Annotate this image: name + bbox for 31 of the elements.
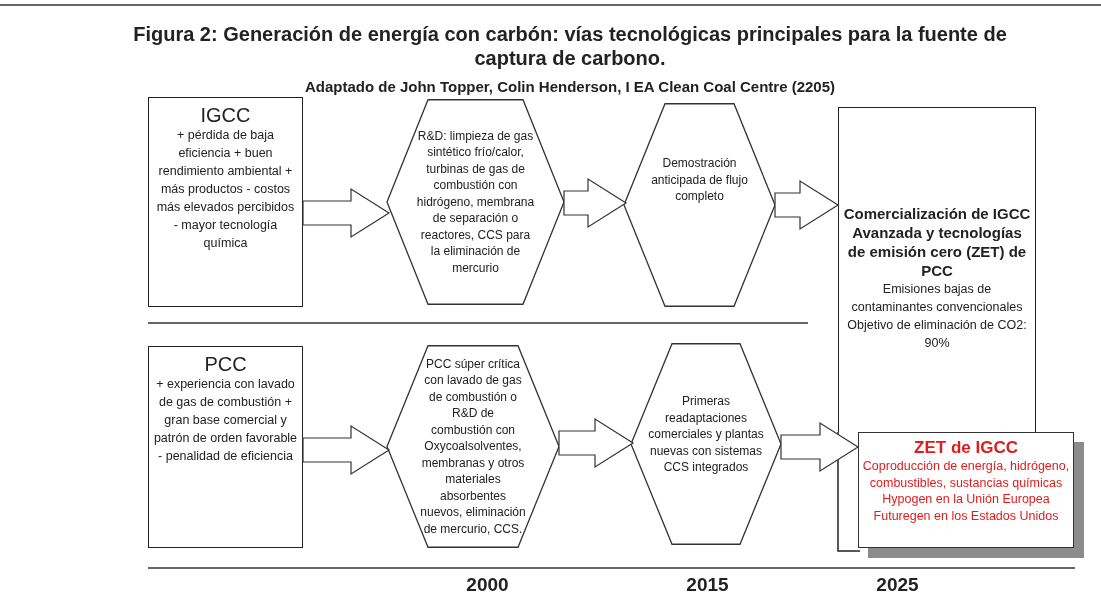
title: Figura 2: Generación de energía con carbón: vías tecnológicas principales para la fuente de captura de carbono. <box>132 22 1008 70</box>
node-text: Coproducción de energía, hidrógeno, combustibles, sustancias químicas Hypogen en la Unión Europea Futuregen en los Estados Unidos <box>861 458 1071 524</box>
node-text: R&D: limpieza de gas sintético frío/calor, turbinas de gas de combustión con hidrógeno, membrana de separación o reactores, CCS para la eliminación de mercurio <box>415 127 536 277</box>
process-box <box>838 107 1036 432</box>
process-box <box>148 97 303 307</box>
block-arrow <box>780 421 860 473</box>
node-heading: Comercialización de IGCC Avanzada y tecnologías de emisión cero (ZET) de PCC <box>843 204 1031 280</box>
node-heading: IGCC <box>200 104 251 126</box>
node-text: Emisiones bajas de contaminantes convencionales Objetivo de eliminación de CO2: 90% <box>846 281 1028 352</box>
node-text: + experiencia con lavado de gas de combustión + gran base comercial y patrón de orden favorable - penalidad de eficiencia <box>153 376 298 465</box>
node-heading: ZET de IGCC <box>914 437 1018 458</box>
node-text: Demostración anticipada de flujo completo <box>650 155 749 205</box>
node-heading: PCC <box>204 353 247 375</box>
highlight-box <box>858 432 1074 548</box>
block-arrow <box>302 424 391 476</box>
block-arrow <box>558 417 635 469</box>
hexagon-node <box>386 99 565 305</box>
hexagon-node <box>623 103 776 307</box>
block-arrow <box>563 177 628 229</box>
node-text: Primeras readaptaciones comerciales y plantas nuevas con sistemas CCS integrados <box>647 393 765 476</box>
block-arrow <box>302 187 391 239</box>
year-label: 2025 <box>875 574 920 596</box>
hexagon-node <box>630 343 782 545</box>
subtitle: Adaptado de John Topper, Colin Henderson, I EA Clean Coal Centre (2205) <box>303 78 837 95</box>
year-label: 2000 <box>465 574 510 596</box>
hexagon-node <box>386 345 560 548</box>
node-text: PCC súper crítica con lavado de gas de combustión o R&D de combustión con Oxycoalsolventes, membranas y otros materiales absorbentes nuevos, eliminación de mercurio, CCS. <box>420 355 526 538</box>
year-label: 2015 <box>685 574 730 596</box>
node-text: + pérdida de baja eficiencia + buen rendimiento ambiental + más productos - costos más elevados percibidos - mayor tecnología química <box>155 127 296 252</box>
block-arrow <box>774 179 840 231</box>
process-box <box>148 346 303 548</box>
